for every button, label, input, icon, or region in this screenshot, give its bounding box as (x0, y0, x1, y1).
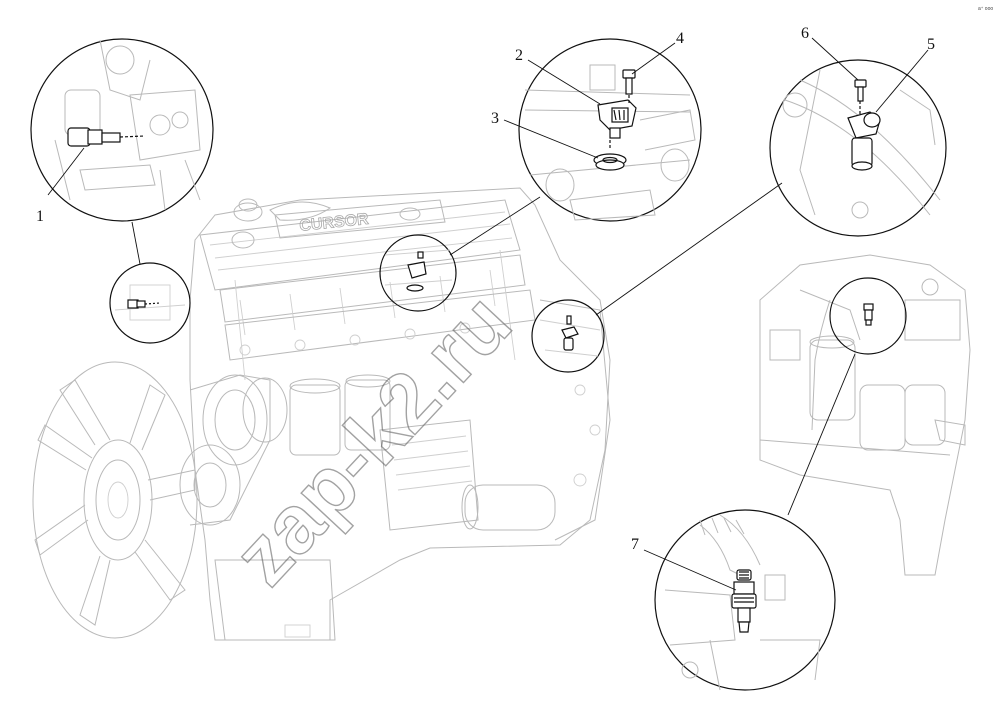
connector-line-3 (595, 182, 783, 316)
locator-circle-3 (531, 299, 605, 373)
detail-view-5-6 (769, 59, 947, 237)
locator-circle-1 (109, 262, 191, 344)
locator-sensor-3 (561, 315, 579, 351)
callout-label-7: 7 (631, 536, 639, 553)
connector-line-4 (787, 353, 856, 516)
detail-view-2-3-4 (518, 38, 702, 222)
callout-label-2: 2 (515, 47, 523, 64)
bolt-6-part (854, 79, 867, 114)
connector-line-2 (449, 196, 541, 256)
callout-label-6: 6 (801, 25, 809, 42)
callout-label-1: 1 (36, 208, 44, 225)
sensor-7-part (731, 569, 757, 633)
corner-mark: a⁺ ooo (978, 6, 993, 12)
bolt-4-part (622, 69, 636, 104)
secondary-engine-view (759, 254, 971, 576)
sensor-1-part (67, 127, 146, 147)
locator-circle-2 (379, 234, 457, 312)
callout-leaders (47, 37, 929, 591)
seal-ring-3-part (593, 140, 627, 171)
locator-sensor-4 (863, 303, 874, 326)
sensor-5-part (847, 111, 881, 171)
locator-sensor-1 (127, 299, 161, 309)
detail-view-7 (654, 509, 836, 691)
locator-sensor-2 (406, 251, 427, 292)
sensor-2-part (597, 99, 637, 139)
callout-label-3: 3 (491, 110, 499, 127)
engine-plate-text: CURSOR (299, 211, 370, 235)
detail-view-1 (30, 38, 214, 222)
locator-circle-4 (829, 277, 907, 355)
callout-label-4: 4 (676, 30, 684, 47)
callout-label-5: 5 (927, 36, 935, 53)
cooling-fan-illustration (32, 361, 198, 639)
connector-line-1 (131, 221, 141, 265)
